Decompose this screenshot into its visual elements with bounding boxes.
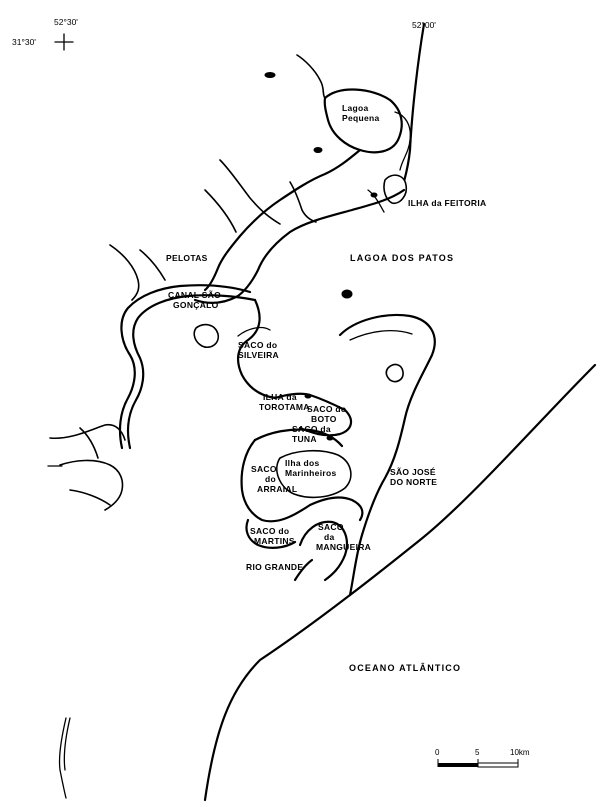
southwest-coast-fragment xyxy=(58,717,67,799)
islet-3 xyxy=(341,289,353,299)
barrier-coastline xyxy=(203,363,597,802)
saco-silveira-shore xyxy=(236,298,277,400)
islet-7 xyxy=(304,393,312,399)
ilha-marinheiros-shape xyxy=(276,449,352,499)
label-rio-grande: RIO GRANDE xyxy=(246,562,304,572)
stream-2 xyxy=(289,181,317,223)
saco-arraial-shore xyxy=(240,438,364,523)
wetland-4 xyxy=(79,427,99,459)
longitude-east-label: 52°00' xyxy=(412,20,436,30)
stream-4 xyxy=(109,244,140,301)
islet-8 xyxy=(326,435,334,441)
islet-2 xyxy=(385,363,404,383)
saco-mangueira-shore xyxy=(298,520,349,582)
saco-tuna-shore xyxy=(253,428,344,448)
islet-4 xyxy=(264,72,276,78)
islet-6 xyxy=(370,192,378,198)
scale-tick-5: 5 xyxy=(475,748,480,757)
wetland-2 xyxy=(59,459,124,511)
lagoon-northwest-shore xyxy=(203,148,362,292)
sao-jose-peninsula xyxy=(338,313,436,597)
stream-1 xyxy=(219,159,281,225)
label-oceano-atlantico: OCEANO ATLÂNTICO xyxy=(349,663,462,673)
wetland-1 xyxy=(49,423,126,441)
feitoria-marsh xyxy=(367,189,385,213)
atlantic-coastline xyxy=(400,22,426,192)
saco-martins-shore xyxy=(245,518,297,549)
latitude-label: 31°30' xyxy=(12,37,36,47)
rio-grande-shore xyxy=(293,558,314,582)
stream-3 xyxy=(204,189,237,233)
coordinate-cross xyxy=(54,33,74,51)
scale-bar xyxy=(437,759,519,768)
ilha-feitoria-shape xyxy=(383,174,408,205)
label-pelotas: PELOTAS xyxy=(166,253,208,263)
islet-5 xyxy=(313,147,323,153)
lagoa-pequena-shore xyxy=(323,88,403,154)
canal-sao-goncalo xyxy=(118,284,252,450)
scale-tick-0: 0 xyxy=(435,748,440,757)
stream-5 xyxy=(139,249,166,281)
islet-1 xyxy=(193,323,220,349)
southwest-coast-fragment-2 xyxy=(63,717,71,771)
wetland-3 xyxy=(69,489,111,506)
label-lagoa-dos-patos: LAGOA DOS PATOS xyxy=(350,253,455,263)
saco-silveira-inner xyxy=(237,326,271,337)
river-lagoa-pequena xyxy=(296,54,326,99)
sao-jose-peninsula-inner xyxy=(349,330,413,341)
lagoa-pequena-east xyxy=(394,111,411,171)
longitude-west-label: 52°30' xyxy=(54,17,78,27)
canal-sao-goncalo-bank xyxy=(126,294,257,450)
scale-tick-10km: 10km xyxy=(510,748,530,757)
label-ilha-feitoria: ILHA da FEITORIA xyxy=(408,198,487,208)
